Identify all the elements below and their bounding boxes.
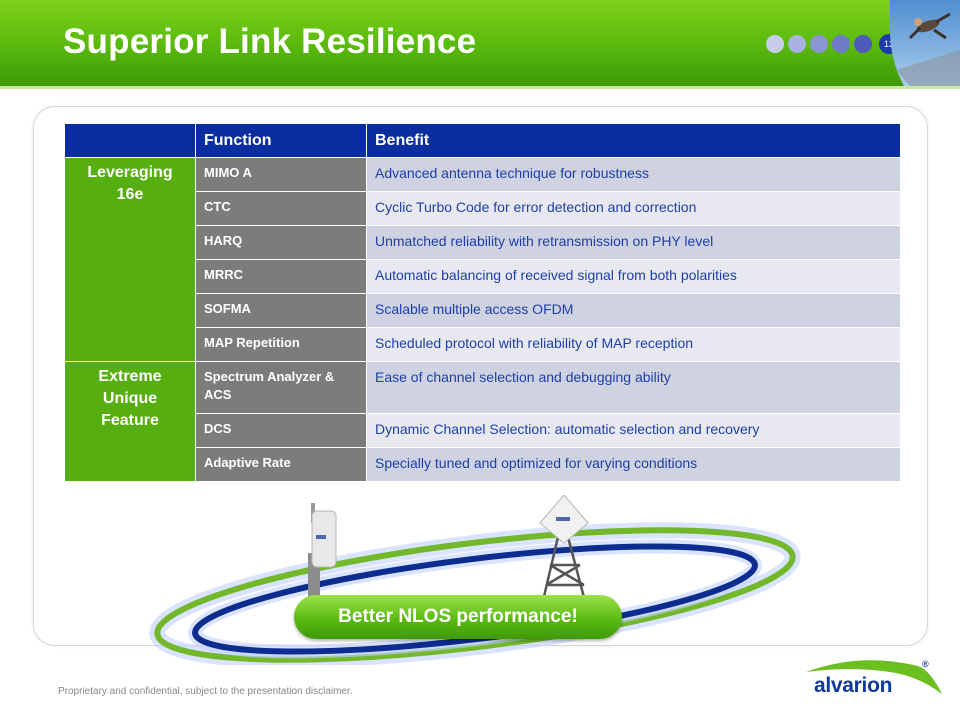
header-divider [0,86,960,89]
nav-dot [788,35,806,53]
benefit-cell: Automatic balancing of received signal f… [366,259,901,294]
function-cell: HARQ [195,225,367,260]
disclaimer-text: Proprietary and confidential, subject to… [58,686,353,697]
column-header-group [64,123,196,158]
table-row: MRRC Automatic balancing of received sig… [65,259,901,294]
nav-dot [766,35,784,53]
table-row: Leveraging 16e MIMO A Advanced antenna t… [64,157,901,362]
function-cell: SOFMA [195,293,367,328]
benefit-cell: Dynamic Channel Selection: automatic sel… [366,413,901,448]
table-row: Adaptive Rate Specially tuned and optimi… [65,447,901,482]
network-illustration [140,494,820,668]
function-cell: CTC [195,191,367,226]
benefit-cell: Ease of channel selection and debugging … [366,361,901,414]
group-label-extreme-unique-feature: Extreme Unique Feature [64,361,196,482]
benefit-cell: Specially tuned and optimized for varyin… [366,447,901,482]
benefit-cell: Advanced antenna technique for robustnes… [366,157,901,192]
table-row: HARQ Unmatched reliability with retransm… [65,225,901,260]
table-row: Extreme Unique Feature Spectrum Analyzer… [64,361,901,482]
feature-table: Function Benefit Leveraging 16e MIMO A A… [64,123,901,482]
function-cell: MRRC [195,259,367,294]
table-row: CTC Cyclic Turbo Code for error detectio… [65,191,901,226]
benefit-cell: Scheduled protocol with reliability of M… [366,327,901,362]
function-cell: Spectrum Analyzer & ACS [195,361,367,414]
column-header-function: Function [195,123,367,158]
link-rings [149,522,801,668]
benefit-cell: Scalable multiple access OFDM [366,293,901,328]
function-cell: MAP Repetition [195,327,367,362]
logo-wordmark: alvarion [814,674,893,697]
skydiver-photo [890,0,960,86]
base-station-tower-icon [539,494,589,606]
benefit-cell: Cyclic Turbo Code for error detection an… [366,191,901,226]
nav-dot [810,35,828,53]
nav-dot [854,35,872,53]
group-label-leveraging-16e: Leveraging 16e [64,157,196,362]
function-cell: MIMO A [195,157,367,192]
nlos-callout-badge: Better NLOS performance! [294,595,622,639]
registered-mark: ® [922,659,929,669]
table-header-row: Function Benefit [64,123,901,158]
nav-dot [832,35,850,53]
table-row: SOFMA Scalable multiple access OFDM [65,293,901,328]
table-row: DCS Dynamic Channel Selection: automatic… [65,413,901,448]
function-cell: Adaptive Rate [195,447,367,482]
function-cell: DCS [195,413,367,448]
slide-title: Superior Link Resilience [63,22,477,61]
group-label-text: Leveraging 16e [87,164,173,203]
group-label-text: Extreme Unique Feature [98,368,162,429]
alvarion-logo [800,656,950,706]
benefit-cell: Unmatched reliability with retransmissio… [366,225,901,260]
table-row: MAP Repetition Scheduled protocol with r… [65,327,901,362]
column-header-benefit: Benefit [366,123,901,158]
